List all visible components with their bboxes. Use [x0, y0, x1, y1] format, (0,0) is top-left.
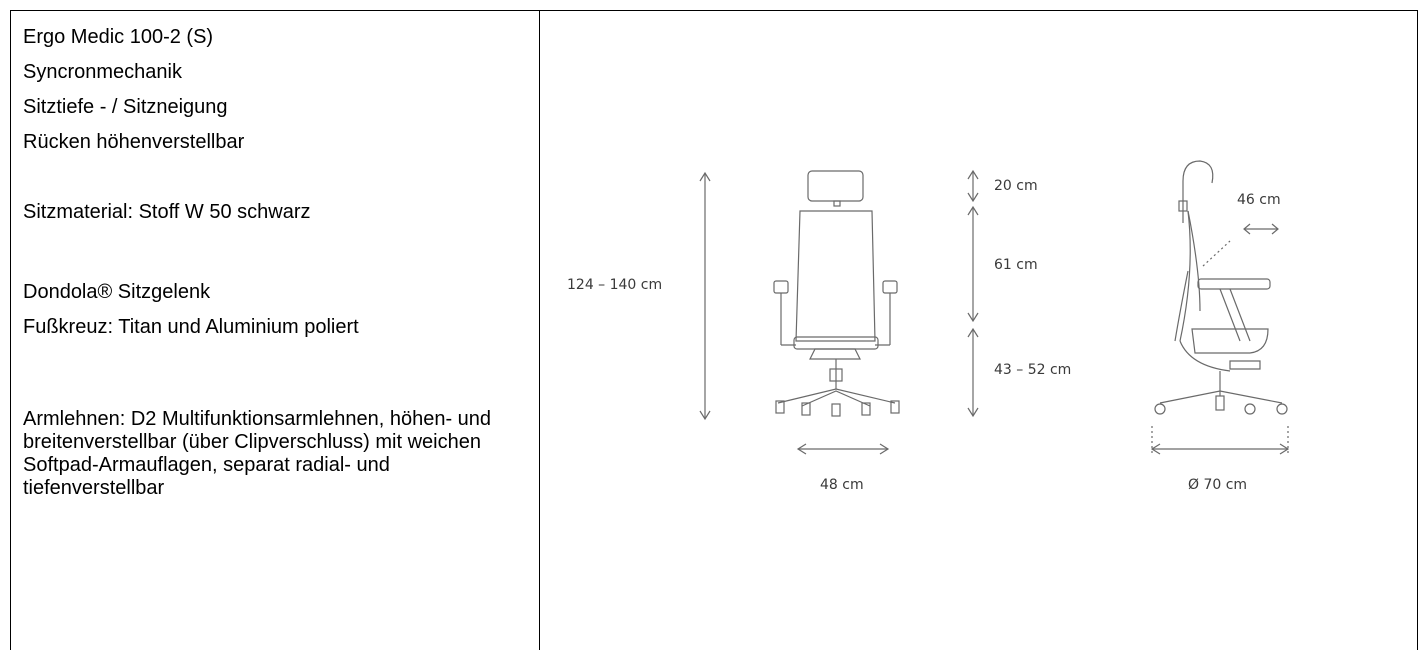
armrests-text: Armlehnen: D2 Multifunktionsarmlehnen, h…: [23, 408, 492, 499]
joint-text: Dondola® Sitzgelenk: [23, 281, 211, 303]
mechanism-text: Syncronmechanik: [23, 61, 182, 83]
seat-width-label: 48 cm: [820, 477, 864, 493]
seat-adjust-text: Sitztiefe - / Sitzneigung: [23, 96, 228, 118]
seat-height-label: 43 – 52 cm: [994, 362, 1071, 378]
material-text: Sitzmaterial: Stoff W 50 schwarz: [23, 201, 311, 223]
spec-table: Ergo Medic 100-2 (S) Syncronmechanik Sit…: [10, 10, 1418, 650]
chair-dimension-drawing: 124 – 140 cm 20 cm 61 cm 43 – 52 cm 48 c…: [567, 160, 1290, 493]
base-text: Fußkreuz: Titan und Aluminium poliert: [23, 316, 359, 338]
seat-depth-label: 46 cm: [1237, 192, 1281, 208]
back-text: Rücken höhenverstellbar: [23, 131, 245, 153]
backrest-height-label: 61 cm: [994, 257, 1038, 273]
cell-divider: [539, 11, 540, 650]
spec-text-cell: Ergo Medic 100-2 (S) Syncronmechanik Sit…: [11, 11, 539, 650]
total-height-label: 124 – 140 cm: [567, 277, 662, 293]
headrest-height-label: 20 cm: [994, 178, 1038, 194]
model-name: Ergo Medic 100-2 (S): [23, 26, 214, 48]
base-diameter-label: Ø 70 cm: [1188, 477, 1247, 493]
dimension-drawing-cell: 124 – 140 cm 20 cm 61 cm 43 – 52 cm 48 c…: [540, 11, 1417, 650]
